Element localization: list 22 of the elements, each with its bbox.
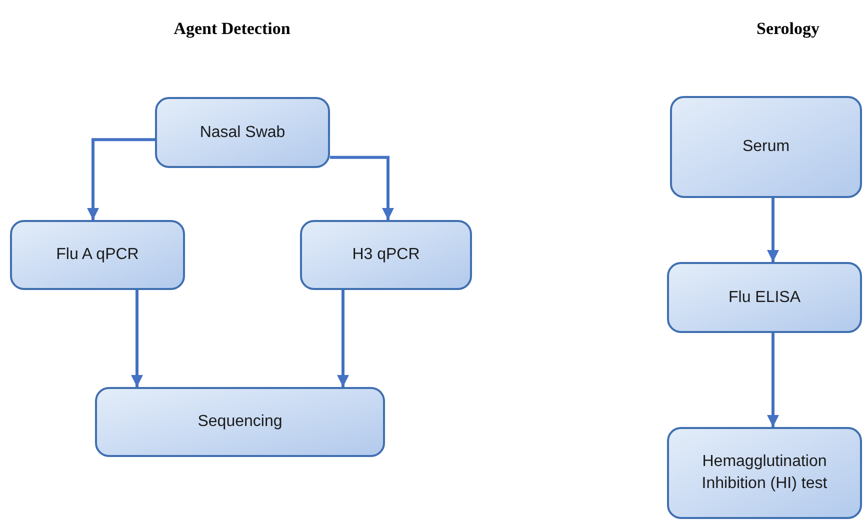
- arrow: [87, 138, 155, 220]
- process-box: [667, 427, 862, 519]
- arrow: [337, 290, 349, 387]
- box-label: Sequencing: [198, 412, 282, 432]
- box-label: Flu A qPCR: [56, 245, 139, 265]
- arrow: [767, 333, 779, 427]
- process-box: [667, 262, 862, 333]
- section-title: Agent Detection: [174, 18, 290, 40]
- box-label: Serum: [742, 137, 790, 157]
- arrow: [131, 290, 143, 387]
- box-label: Hemagglutination Inhibition (HI) test: [700, 452, 828, 494]
- process-box: [155, 97, 330, 168]
- box-label: Nasal Swab: [200, 122, 286, 142]
- process-box: [300, 220, 472, 290]
- box-label: H3 qPCR: [352, 245, 420, 265]
- process-box: [95, 387, 385, 457]
- box-label: Flu ELISA: [728, 288, 801, 308]
- process-box: [10, 220, 185, 290]
- arrow: [330, 156, 394, 220]
- process-box: [670, 96, 862, 198]
- arrow: [767, 198, 779, 262]
- section-title: Serology: [756, 18, 820, 40]
